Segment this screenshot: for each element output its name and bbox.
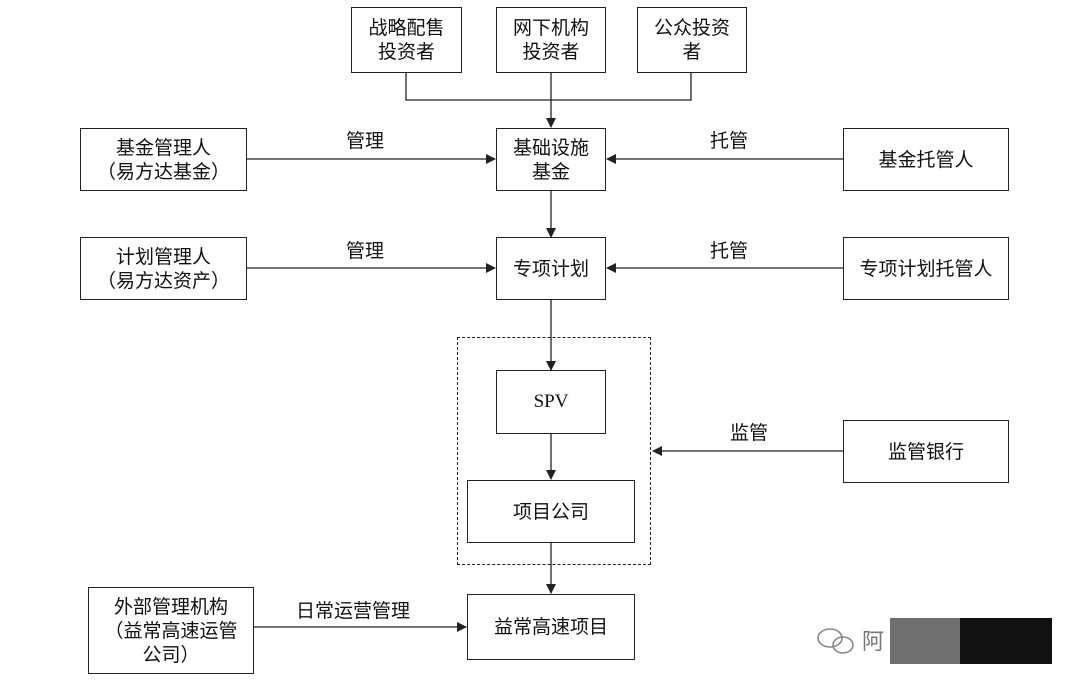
watermark [817,618,1052,664]
spv-group-boundary [457,337,651,565]
watermark-blur-a [890,618,960,664]
watermark-blur-b [960,618,1052,664]
node-external-manager: 外部管理机构 （益常高速运管 公司） [88,587,254,674]
wechat-icon [817,628,854,654]
node-highway-project: 益常高速项目 [467,594,635,660]
node-special-plan: 专项计划 [496,237,606,300]
node-supervising-bank: 监管银行 [843,420,1009,483]
label-manage-plan: 管理 [346,240,385,262]
label-daily-ops: 日常运营管理 [296,600,411,622]
node-plan-custodian: 专项计划托管人 [843,237,1009,300]
node-project-company: 项目公司 [467,480,635,543]
node-plan-manager: 计划管理人（易方达资产） [80,237,247,300]
node-spv: SPV [496,370,606,434]
label-supervise: 监管 [730,422,769,444]
label-custody-plan: 托管 [710,240,749,262]
label-manage-fund: 管理 [346,130,385,152]
node-infrastructure-fund: 基础设施基金 [496,128,606,191]
node-fund-manager: 基金管理人（易方达基金） [80,128,247,191]
label-custody-fund: 托管 [710,130,749,152]
node-strategic-investors: 战略配售投资者 [351,7,462,73]
watermark-text: 阿 [862,630,885,655]
node-fund-custodian: 基金托管人 [843,128,1009,191]
investor-merge-line [405,73,692,101]
node-offline-investors: 网下机构投资者 [496,7,606,73]
node-public-investors: 公众投资者 [637,7,747,73]
